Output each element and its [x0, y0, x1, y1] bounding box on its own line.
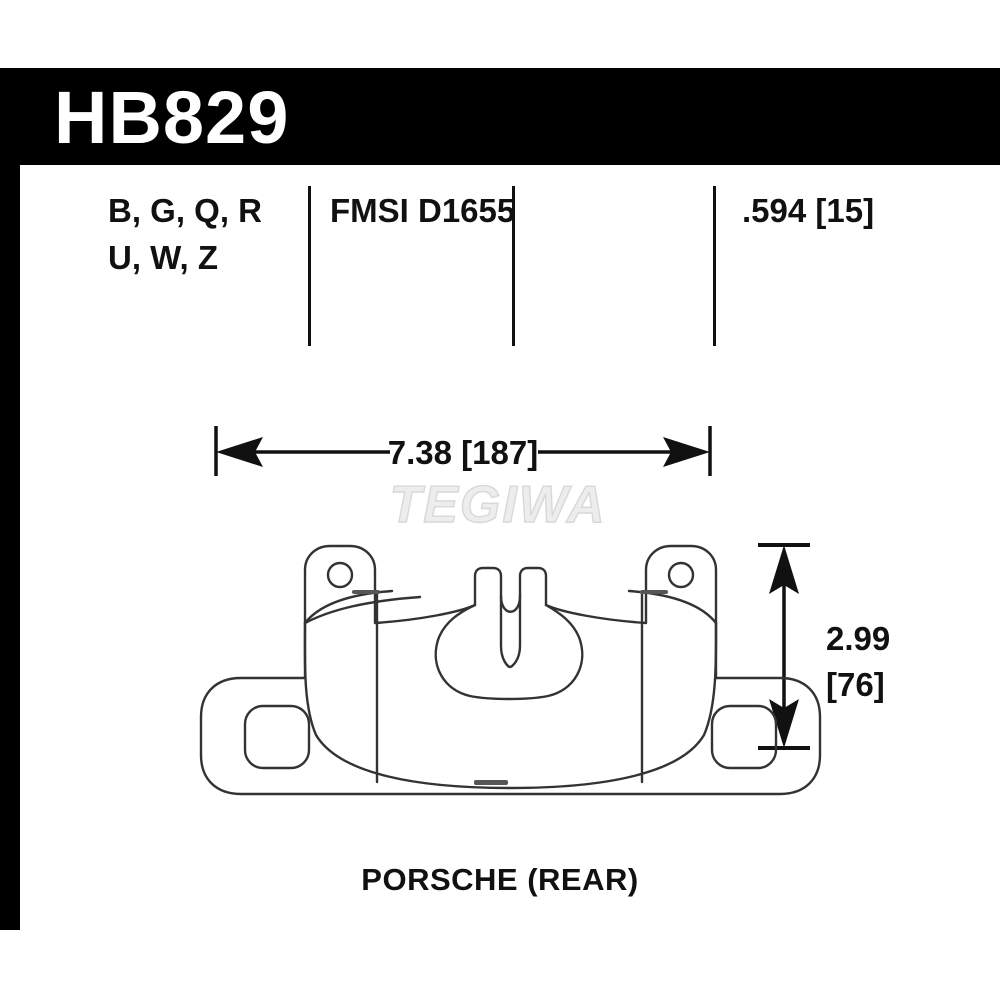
- center-notch-outer: [434, 603, 584, 701]
- friction-upper-left-edge: [303, 595, 422, 625]
- spec-divider-2: [512, 186, 515, 346]
- vehicle-caption: PORSCHE (REAR): [361, 862, 639, 897]
- height-dimension-label-mm: [76]: [826, 666, 885, 703]
- center-notch-slot: [499, 594, 522, 669]
- mounting-hole-right: [667, 561, 695, 589]
- spec-row: B, G, Q, R U, W, Z FMSI D1655 .594 [15]: [20, 165, 1000, 355]
- spec-divider-3: [713, 186, 716, 346]
- spec-divider-1: [308, 186, 311, 346]
- tab-hole-left: [243, 704, 311, 770]
- friction-material-lower-edge: [303, 621, 718, 790]
- wear-indicator-marks: [352, 590, 668, 785]
- height-dimension: [758, 543, 810, 750]
- compound-codes-line-1: B, G, Q, R: [108, 192, 263, 229]
- left-rail: [0, 165, 20, 930]
- mounting-hole-left: [326, 561, 354, 589]
- width-dimension: [214, 426, 712, 476]
- tab-hole-right: [710, 704, 778, 770]
- pad-backing-plate: [199, 544, 822, 796]
- width-dimension-label: 7.38 [187]: [388, 434, 538, 471]
- technical-drawing: 7.38 [187] 2.99 [76]: [20, 360, 1000, 930]
- part-number: HB829: [54, 76, 290, 159]
- brake-pad-outline: [199, 544, 822, 796]
- height-dimension-label-inches: 2.99: [826, 620, 890, 657]
- compound-codes-line-2: U, W, Z: [108, 239, 218, 276]
- compound-codes: B, G, Q, R U, W, Z: [108, 187, 262, 281]
- header-band: [0, 68, 1000, 165]
- thickness-value: .594 [15]: [742, 192, 875, 229]
- fmsi-code: FMSI D1655: [330, 192, 516, 229]
